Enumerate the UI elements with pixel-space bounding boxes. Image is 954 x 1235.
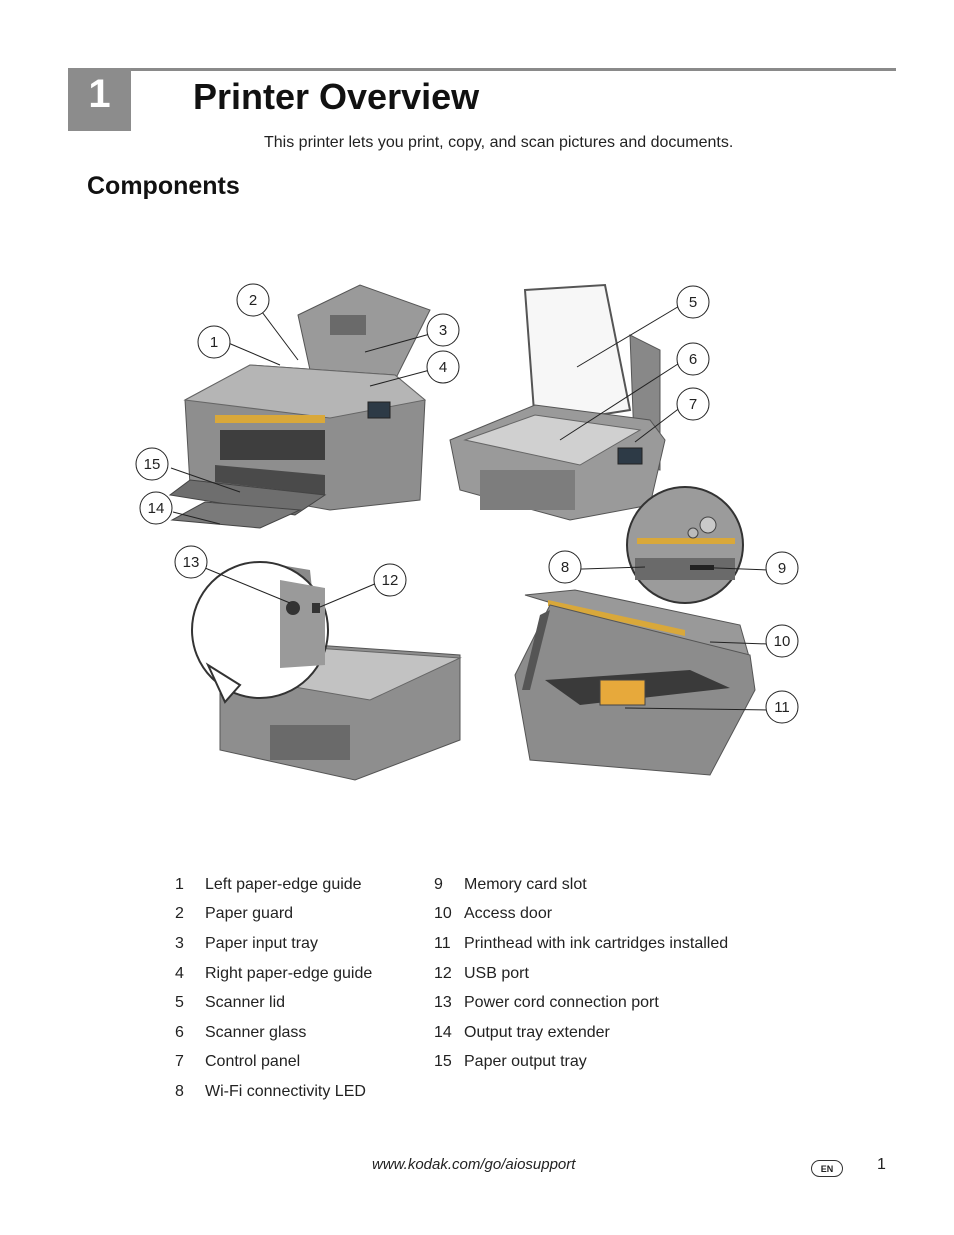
legend-label: Output tray extender bbox=[464, 1023, 610, 1041]
list-item: 8 Wi-Fi connectivity LED bbox=[175, 1077, 372, 1107]
legend-label: Paper input tray bbox=[205, 934, 318, 952]
callout-8: 8 bbox=[561, 559, 569, 576]
legend-left-column: 1 Left paper-edge guide 2 Paper guard 3 Pap… bbox=[175, 870, 372, 1107]
callout-14: 14 bbox=[148, 500, 165, 517]
page-number: 1 bbox=[877, 1156, 886, 1173]
legend-label: Wi-Fi connectivity LED bbox=[205, 1082, 366, 1100]
language-badge: EN bbox=[811, 1160, 843, 1177]
callout-9: 9 bbox=[778, 560, 786, 577]
support-url-link[interactable]: www.kodak.com/go/aiosupport bbox=[372, 1156, 576, 1173]
list-item: 14 Output tray extender bbox=[434, 1018, 728, 1048]
callout-2: 2 bbox=[249, 292, 257, 309]
legend-label: Paper output tray bbox=[464, 1053, 587, 1071]
legend-label: Access door bbox=[464, 905, 553, 923]
list-item: 9 Memory card slot bbox=[434, 870, 728, 900]
list-item: 2 Paper guard bbox=[175, 900, 372, 930]
list-item: 12 USB port bbox=[434, 959, 728, 989]
legend-number: 5 bbox=[175, 994, 184, 1012]
list-item: 13 Power cord connection port bbox=[434, 988, 728, 1018]
section-title: Components bbox=[87, 172, 240, 200]
callout-11: 11 bbox=[774, 699, 790, 716]
printer-components-figure: 1 2 3 4 5 6 7 8 9 10 11 12 13 14 15 bbox=[130, 270, 810, 810]
legend-label: Left paper-edge guide bbox=[205, 875, 362, 893]
list-item: 5 Scanner lid bbox=[175, 988, 372, 1018]
legend-label: USB port bbox=[464, 964, 529, 982]
legend-number: 12 bbox=[434, 964, 452, 982]
legend-number: 13 bbox=[434, 994, 452, 1012]
chapter-number-box: 1 bbox=[68, 68, 131, 131]
list-item: 1 Left paper-edge guide bbox=[175, 870, 372, 900]
callout-5: 5 bbox=[689, 294, 697, 311]
chapter-number: 1 bbox=[88, 72, 111, 116]
page-title: Printer Overview bbox=[193, 76, 480, 117]
list-item: 10 Access door bbox=[434, 900, 728, 930]
legend-number: 9 bbox=[434, 875, 443, 893]
legend-number: 2 bbox=[175, 905, 184, 923]
list-item: 6 Scanner glass bbox=[175, 1018, 372, 1048]
legend-label: Memory card slot bbox=[464, 875, 587, 893]
legend-label: Printhead with ink cartridges installed bbox=[464, 934, 729, 952]
callout-15: 15 bbox=[144, 456, 161, 473]
printer-rear-view bbox=[191, 561, 462, 781]
legend-number: 7 bbox=[175, 1053, 184, 1071]
legend-number: 3 bbox=[175, 934, 184, 952]
list-item: 11 Printhead with ink cartridges installe… bbox=[434, 929, 728, 959]
legend-label: Scanner lid bbox=[205, 994, 286, 1012]
list-item: 3 Paper input tray bbox=[175, 929, 372, 959]
callout-7: 7 bbox=[689, 396, 697, 413]
callout-6: 6 bbox=[689, 351, 697, 368]
list-item: 4 Right paper-edge guide bbox=[175, 959, 372, 989]
legend-label: Right paper-edge guide bbox=[205, 964, 373, 982]
header-rule bbox=[131, 68, 896, 71]
callout-13: 13 bbox=[183, 554, 200, 571]
control-panel-zoom bbox=[626, 486, 744, 604]
printer-open-view bbox=[514, 589, 756, 776]
legend-number: 8 bbox=[175, 1082, 184, 1100]
legend-right-column: 9 Memory card slot 10 Access door 11 Printh… bbox=[434, 870, 728, 1077]
legend-number: 6 bbox=[175, 1023, 184, 1041]
printer-scanner-view bbox=[449, 283, 666, 521]
legend-label: Power cord connection port bbox=[464, 994, 659, 1012]
printer-illustration: 1 2 3 4 5 6 7 8 9 10 11 12 13 14 15 bbox=[135, 283, 799, 781]
legend-label: Paper guard bbox=[205, 905, 294, 923]
legend-number: 11 bbox=[434, 934, 451, 952]
list-item: 7 Control panel bbox=[175, 1048, 372, 1078]
legend-number: 1 bbox=[175, 875, 184, 893]
callout-3: 3 bbox=[439, 322, 447, 339]
list-item: 15 Paper output tray bbox=[434, 1048, 728, 1078]
legend-label: Scanner glass bbox=[205, 1023, 307, 1041]
printer-front-view bbox=[168, 284, 431, 529]
legend-number: 15 bbox=[434, 1053, 452, 1071]
legend-number: 10 bbox=[434, 905, 452, 923]
legend-number: 4 bbox=[175, 964, 184, 982]
callout-12: 12 bbox=[382, 572, 399, 589]
intro-text: This printer lets you print, copy, and s… bbox=[264, 134, 734, 151]
callout-markers bbox=[135, 283, 799, 724]
callout-10: 10 bbox=[774, 633, 791, 650]
callout-leader-lines bbox=[170, 299, 769, 711]
callout-1: 1 bbox=[210, 334, 218, 351]
legend-number: 14 bbox=[434, 1023, 452, 1041]
callout-4: 4 bbox=[439, 359, 447, 376]
callout-numbers: 1 2 3 4 5 6 7 8 9 10 11 12 13 14 15 bbox=[144, 292, 791, 716]
legend-label: Control panel bbox=[205, 1053, 301, 1071]
